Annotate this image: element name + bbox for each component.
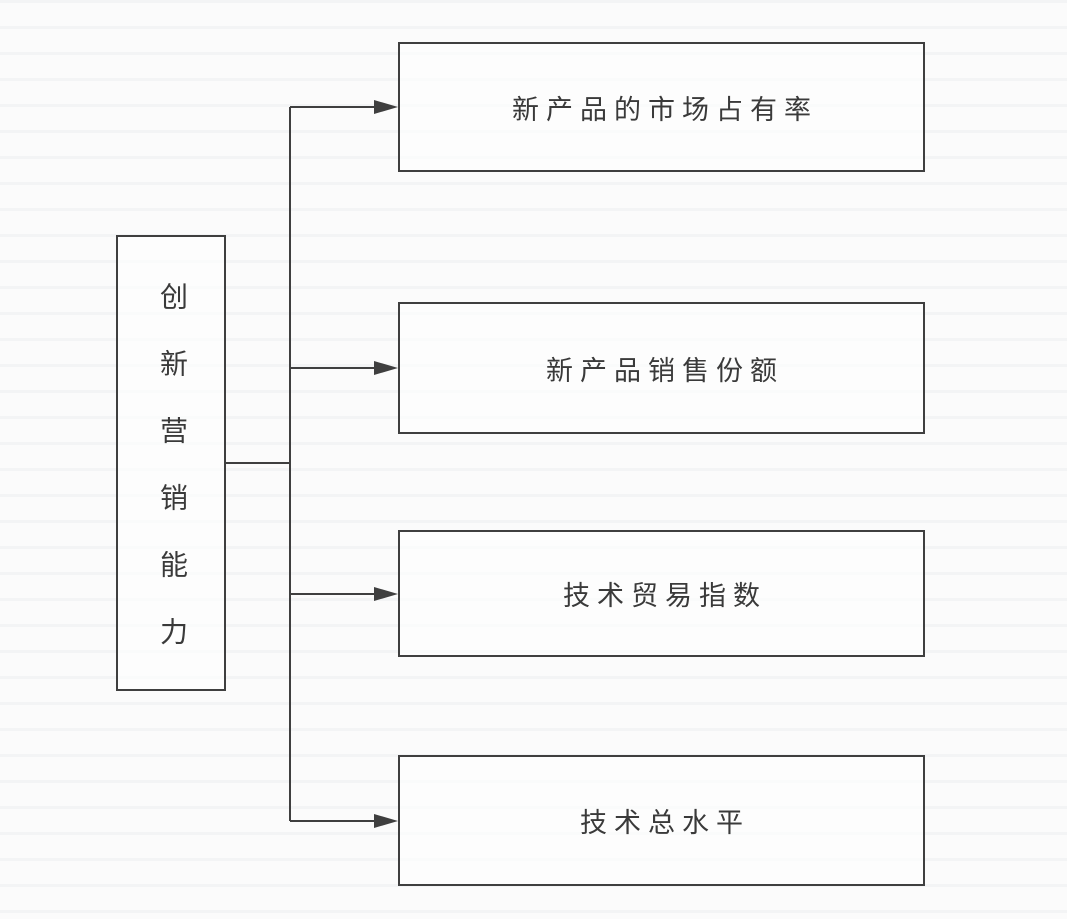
leaf-node-sales-share: 新产品销售份额 (398, 302, 925, 434)
leaf-node-label: 技术贸易指数 (563, 581, 767, 611)
leaf-node-label: 技术总水平 (580, 808, 750, 838)
root-node: 创新营销能力 (116, 235, 226, 691)
arrowhead-icon (374, 100, 398, 114)
leaf-node-tech-overall-level: 技术总水平 (398, 755, 925, 886)
arrowhead-icon (374, 587, 398, 601)
leaf-node-label: 新产品销售份额 (546, 355, 784, 386)
arrowhead-icon (374, 361, 398, 375)
leaf-node-label: 新产品的市场占有率 (512, 94, 818, 125)
leaf-node-tech-trade-index: 技术贸易指数 (398, 530, 925, 657)
arrowhead-icon (374, 814, 398, 828)
leaf-node-market-share: 新产品的市场占有率 (398, 42, 925, 172)
root-node-label: 创新营销能力 (156, 282, 187, 684)
